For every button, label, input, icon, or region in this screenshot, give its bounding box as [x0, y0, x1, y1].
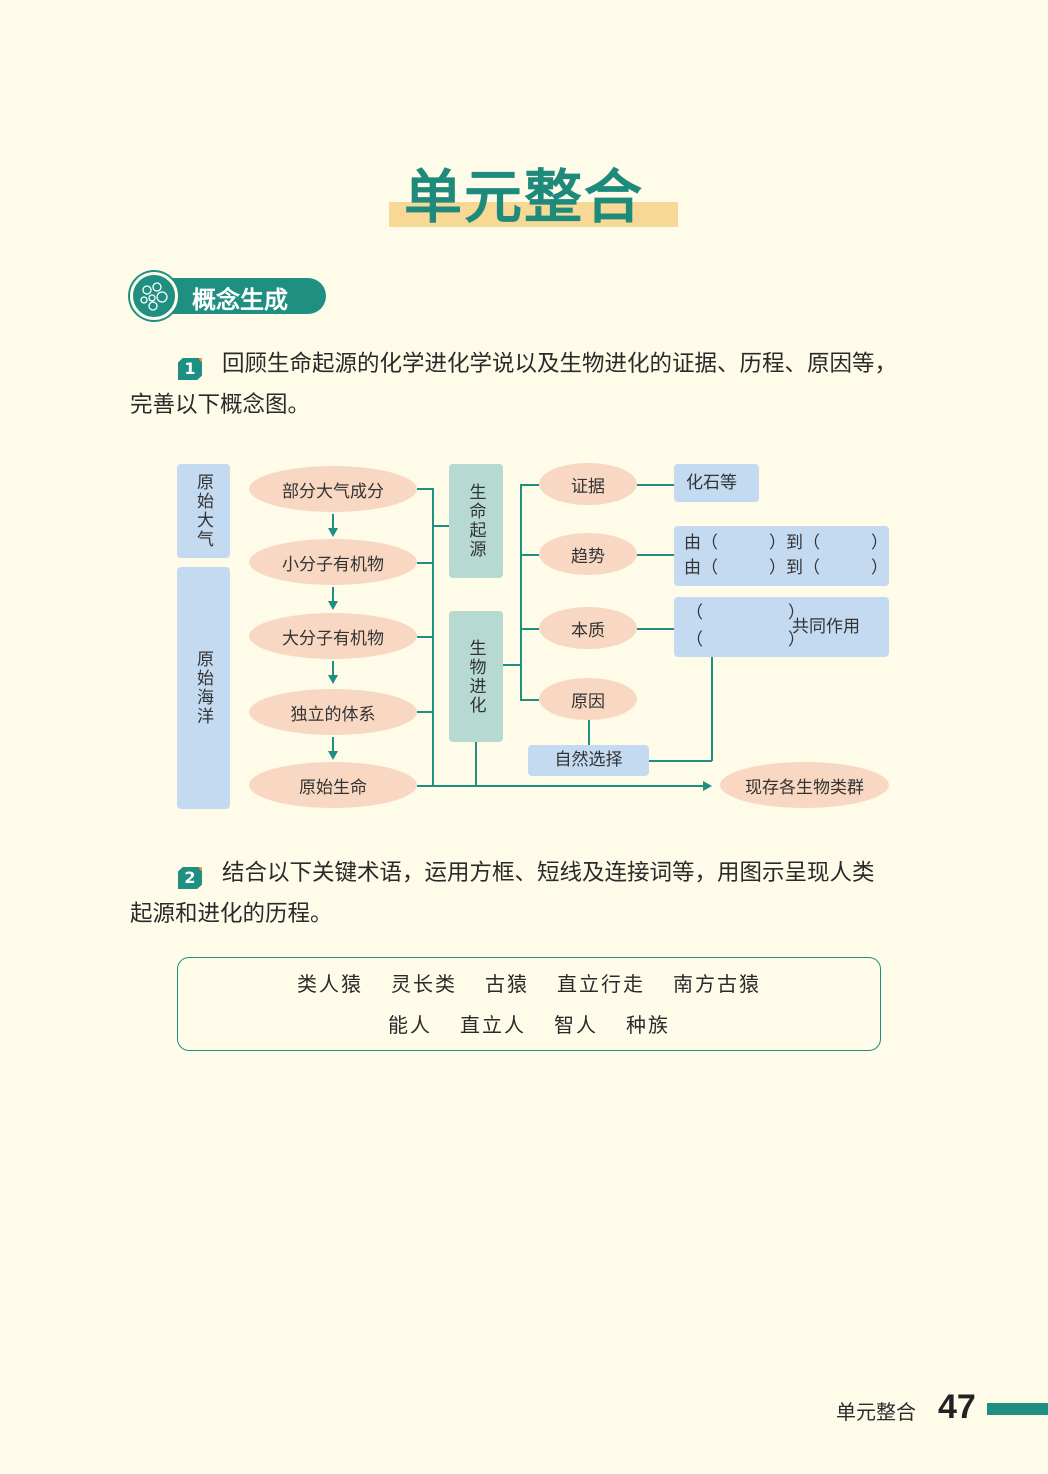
keyword: 种族: [626, 1013, 670, 1037]
question-1-text: 回顾生命起源的化学进化学说以及生物进化的证据、历程、原因等，: [222, 351, 898, 377]
essence-suffix: 共同作用: [792, 617, 860, 637]
keyword: 南方古猿: [673, 972, 761, 996]
question-number-2: 2: [178, 867, 202, 889]
aspect-node: 证据: [539, 463, 637, 505]
keyword: 直立行走: [557, 972, 645, 996]
keyword: 智人: [554, 1013, 598, 1037]
trend-box: 由（ ）到（ ） 由（ ）到（ ）: [674, 526, 889, 586]
keyword: 灵长类: [391, 972, 457, 996]
page-title: 单元整合: [403, 163, 644, 231]
trend-blank-1[interactable]: 由（ ）到（ ）: [684, 533, 888, 553]
keyword-box: 类人猿 灵长类 古猿 直立行走 南方古猿 能人 直立人 智人 种族: [177, 957, 881, 1051]
evidence-box: 化石等: [674, 464, 759, 502]
question-2-text-2: 起源和进化的历程。: [130, 901, 333, 927]
footer-bar: [987, 1403, 1048, 1415]
trend-blank-2[interactable]: 由（ ）到（ ）: [684, 558, 888, 578]
keyword: 类人猿: [297, 972, 363, 996]
chain-node: 独立的体系: [249, 689, 417, 735]
natural-selection-box: 自然选择: [528, 745, 649, 776]
question-2: 2 结合以下关键术语，运用方框、短线及连接词等，用图示呈现人类 起源和进化的历程。: [130, 853, 940, 935]
section-label: 概念生成: [192, 286, 288, 314]
env-ocean: 原始海洋: [177, 567, 230, 809]
keyword: 古猿: [485, 972, 529, 996]
title-highlight: [389, 202, 678, 227]
evolution-box: 生物进化: [449, 611, 503, 742]
arrow-down-icon: [328, 675, 338, 684]
essence-blank-2[interactable]: （ ）: [686, 630, 805, 650]
essence-blank-1[interactable]: （ ）: [686, 603, 805, 623]
section-badge: 概念生成: [130, 272, 326, 320]
chain-node: 小分子有机物: [249, 539, 417, 585]
arrow-down-icon: [328, 528, 338, 537]
arrow-right-icon: [703, 781, 712, 791]
question-1: 1 回顾生命起源的化学进化学说以及生物进化的证据、历程、原因等， 完善以下概念图。: [130, 344, 940, 426]
aspect-node: 原因: [539, 678, 637, 720]
life-origin-box: 生命起源: [449, 464, 503, 578]
chain-node: 部分大气成分: [249, 466, 417, 512]
arrow-down-icon: [328, 751, 338, 760]
result-node: 现存各生物类群: [720, 762, 889, 808]
essence-box: （ ） （ ） 共同作用: [674, 597, 889, 657]
question-2-text: 结合以下关键术语，运用方框、短线及连接词等，用图示呈现人类: [222, 860, 875, 886]
molecule-icon: [130, 272, 178, 320]
chain-node: 原始生命: [249, 762, 417, 808]
aspect-node: 趋势: [539, 533, 637, 575]
arrow-down-icon: [328, 601, 338, 610]
env-atmosphere: 原始大气: [177, 464, 230, 558]
question-1-text-2: 完善以下概念图。: [130, 392, 311, 418]
question-number-1: 1: [178, 358, 202, 380]
keyword: 能人: [388, 1013, 432, 1037]
page-number: 47: [938, 1388, 976, 1426]
aspect-node: 本质: [539, 607, 637, 649]
keyword: 直立人: [460, 1013, 526, 1037]
footer-label: 单元整合: [836, 1400, 916, 1424]
chain-node: 大分子有机物: [249, 613, 417, 659]
